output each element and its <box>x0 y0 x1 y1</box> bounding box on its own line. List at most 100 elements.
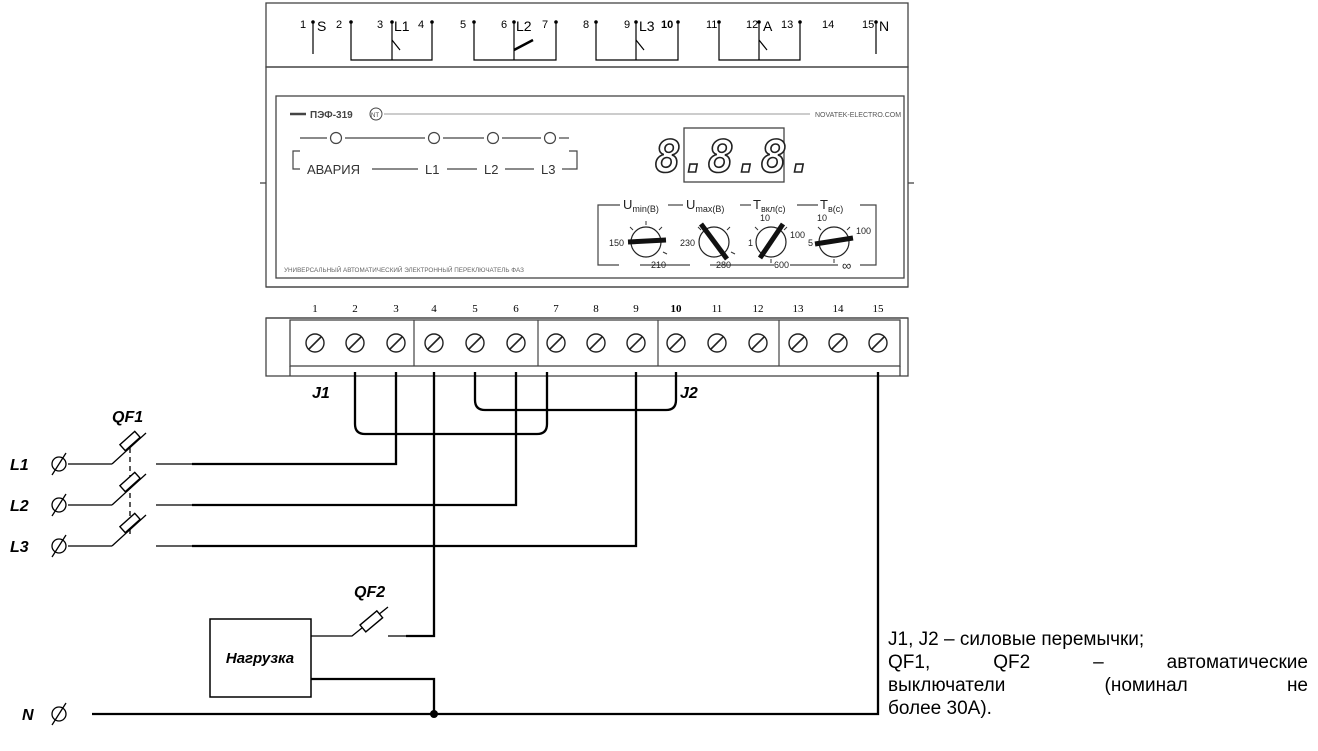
terminal-number: 15 <box>873 303 885 315</box>
input-labels: L1 L2 L3 N QF1 QF2 J1 J2 <box>10 385 698 724</box>
terminal-screw-icon <box>707 333 727 353</box>
terminal-screw-icon <box>748 333 768 353</box>
input-label-l1: L1 <box>10 457 29 474</box>
knob-ton-min: 1 <box>748 238 753 248</box>
contact-label-l1: L1 <box>394 18 410 34</box>
load-box <box>209 618 312 698</box>
knob-umax-max: 280 <box>716 260 731 270</box>
knob-umin-min: 150 <box>609 238 624 248</box>
contact-label-l2: L2 <box>516 18 532 34</box>
knob-tv-top: 10 <box>817 213 827 223</box>
contact-label-l3: L3 <box>639 18 655 34</box>
brand-logo-mark: NT <box>371 113 379 119</box>
terminal-number: 1 <box>312 303 318 315</box>
contact-number: 11 <box>706 19 717 31</box>
knob-scale-labels: 150 210 230 280 1 10 100 600 5 10 100 ∞ <box>609 213 871 273</box>
input-terminal-l3-icon <box>51 538 67 554</box>
knob-pointers <box>627 222 854 261</box>
terminal-screw-icon <box>386 333 406 353</box>
terminal-screw-icon <box>305 333 325 353</box>
knob-tv-min: 5 <box>808 238 813 248</box>
contact-number: 12 <box>746 19 758 31</box>
contact-label-s: S <box>317 18 326 34</box>
jumper-j1-wire <box>353 372 549 436</box>
wire-load-phase <box>406 372 436 638</box>
terminal-screw-icon <box>465 333 485 353</box>
terminal-screw-icon <box>788 333 808 353</box>
terminal-screw-icon <box>424 333 444 353</box>
led-l3-icon <box>543 131 557 145</box>
contact-number: 5 <box>460 19 466 31</box>
contact-label-n: N <box>879 18 889 34</box>
wire-l3 <box>192 372 638 548</box>
led-labels: АВАРИЯ L1 L2 L3 <box>307 162 555 177</box>
terminal-screw-icon <box>546 333 566 353</box>
contact-number: 10 <box>661 19 673 31</box>
terminal-number: 11 <box>712 303 723 315</box>
terminal-number: 12 <box>753 303 764 315</box>
knob-tv-max: ∞ <box>842 258 851 273</box>
contact-number: 3 <box>377 19 383 31</box>
led-label-l2: L2 <box>484 162 498 177</box>
wire-l2 <box>192 372 518 507</box>
wire-l1 <box>192 372 398 466</box>
knob-umax-label: Umax(B) <box>686 197 724 214</box>
device-logo: ПЭФ-319 <box>310 110 353 121</box>
terminal-block <box>413 320 780 366</box>
contact-number: 8 <box>583 19 589 31</box>
breaker-label-qf1: QF1 <box>112 409 143 426</box>
knob-umax-min: 230 <box>680 238 695 248</box>
knob-tv-label: Tв(с) <box>820 197 843 214</box>
terminal-screw-icon <box>868 333 888 353</box>
contact-number: 6 <box>501 19 507 31</box>
seven-segment-display <box>683 127 785 183</box>
input-terminal-l1-icon <box>51 456 67 472</box>
junction-dot <box>430 710 438 718</box>
brand-logo-icon <box>369 107 383 121</box>
note-word: не <box>1286 675 1308 696</box>
knob-frame <box>597 204 877 266</box>
breaker-fuses <box>118 430 384 633</box>
knob-ton-top: 10 <box>760 213 770 223</box>
note-line-1: J1, J2 – силовые перемычки; <box>888 629 1145 650</box>
terminal-number: 8 <box>593 303 599 315</box>
terminal-screw-icon <box>345 333 365 353</box>
note-word: QF1, <box>888 652 931 673</box>
top-contacts: 1 S 2 3 L1 4 5 6 L2 7 8 9 L3 10 11 12 A … <box>300 18 889 34</box>
device-housing <box>260 2 914 377</box>
jumper-label-j2: J2 <box>680 385 698 402</box>
led-l2-icon <box>486 131 500 145</box>
contact-number: 13 <box>781 19 793 31</box>
terminal-number: 14 <box>833 303 845 315</box>
jumper-label-j1: J1 <box>312 385 330 402</box>
brand-website: NOVATEK-ELECTRO.COM <box>815 112 901 119</box>
breaker-label-qf2: QF2 <box>354 584 385 601</box>
terminal-number: 13 <box>793 303 805 315</box>
jumper-j2-wire <box>473 372 678 412</box>
contact-number: 9 <box>624 19 630 31</box>
input-terminals <box>51 452 67 726</box>
contact-number: 4 <box>418 19 424 31</box>
knob-labels: Umin(B) Umax(B) Tвкл(с) Tв(с) <box>623 197 843 214</box>
wire-load-neutral <box>311 677 436 714</box>
terminal-number: 3 <box>393 303 399 315</box>
terminal-number: 9 <box>633 303 639 315</box>
contact-label-a: A <box>763 18 773 34</box>
terminal-screws <box>305 333 888 353</box>
input-label-l3: L3 <box>10 539 29 556</box>
terminal-screw-icon <box>626 333 646 353</box>
note-line-3: выключатели (номинал не <box>888 674 1308 697</box>
note-word: QF2 <box>993 652 1031 673</box>
led-group <box>292 131 578 170</box>
led-label-l1: L1 <box>425 162 439 177</box>
contact-number: 1 <box>300 19 306 31</box>
note-word: (номинал <box>1104 675 1188 696</box>
display-value: 8.8.8. <box>655 132 814 183</box>
terminal-number: 4 <box>431 303 437 315</box>
knob-tv-right: 100 <box>856 226 871 236</box>
wires <box>92 372 880 716</box>
input-terminal-n-icon <box>51 706 67 722</box>
contact-number: 2 <box>336 19 342 31</box>
